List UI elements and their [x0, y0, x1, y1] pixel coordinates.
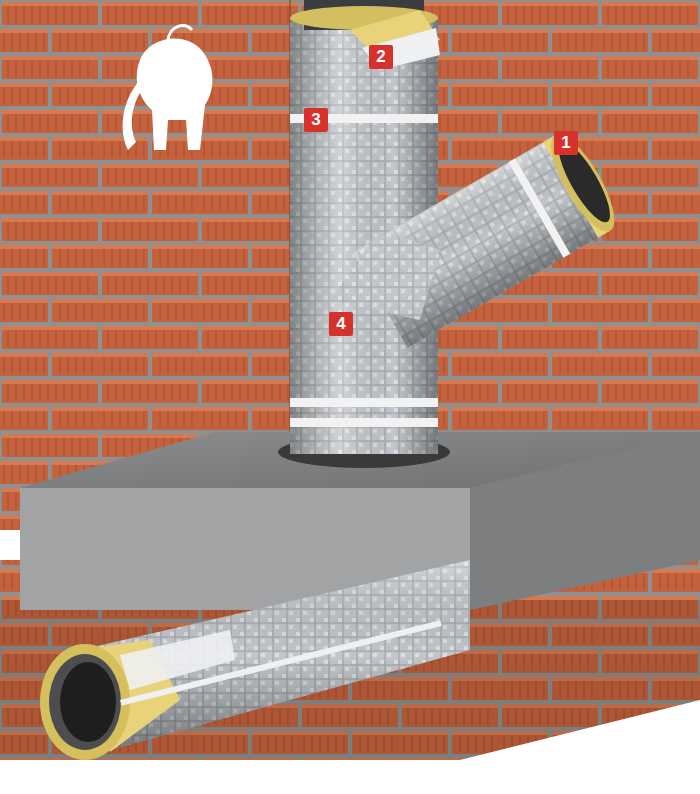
- callout-number: 1: [554, 131, 578, 155]
- concrete-slab: [20, 432, 700, 610]
- insulated-pipe: [40, 560, 470, 760]
- mammoth-logo: [123, 26, 213, 150]
- brick-wall: [0, 0, 700, 530]
- strap: [290, 398, 438, 407]
- callout-number: 3: [304, 108, 328, 132]
- strap: [290, 418, 438, 427]
- callout-number: 2: [369, 45, 393, 69]
- callout-number: 4: [329, 312, 353, 336]
